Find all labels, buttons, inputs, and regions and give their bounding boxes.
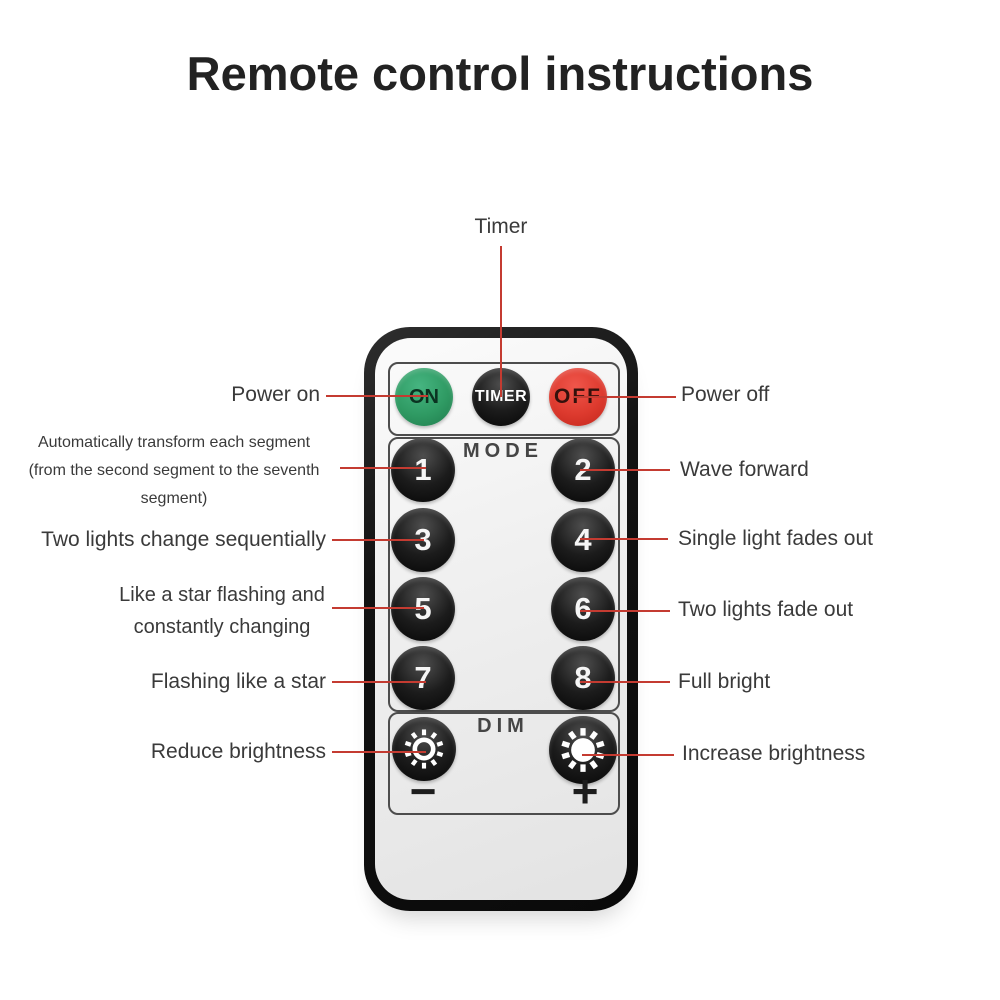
mode-button-8[interactable]: 8 — [551, 646, 615, 710]
page-title: Remote control instructions — [186, 47, 814, 100]
leader-line-dim-increase — [582, 754, 674, 756]
leader-line-power-off — [574, 396, 676, 398]
annotation-mode-8: Full bright — [678, 670, 771, 693]
leader-line-mode-6 — [580, 610, 670, 612]
dim-panel — [388, 712, 620, 815]
leader-line-mode-7 — [332, 681, 426, 683]
dim-increase-button[interactable] — [549, 716, 617, 784]
leader-line-mode-8 — [580, 681, 670, 683]
mode-button-1[interactable]: 1 — [391, 438, 455, 502]
annotation-dim-increase: Increase brightness — [682, 742, 866, 765]
mode-button-6[interactable]: 6 — [551, 577, 615, 641]
annotation-mode-1: Automatically transform each segment (fr… — [28, 434, 320, 507]
power-on-button-label: ON — [409, 385, 439, 408]
mode-button-1-label: 1 — [414, 452, 432, 487]
leader-line-power-on — [326, 395, 428, 397]
annotation-mode-2: Wave forward — [680, 458, 809, 481]
annotation-dim-decrease: Reduce brightness — [150, 740, 326, 763]
power-panel — [388, 362, 620, 436]
annotation-mode-7: Flashing like a star — [150, 670, 326, 693]
annotation-power-on: Power on — [231, 383, 320, 406]
dim-decrease-button[interactable] — [392, 717, 456, 781]
mode-button-7-label: 7 — [414, 660, 432, 695]
leader-line-mode-4 — [580, 538, 668, 540]
sun-outline-icon — [404, 729, 444, 769]
leader-line-mode-2 — [580, 469, 670, 471]
mode-button-5[interactable]: 5 — [391, 577, 455, 641]
leader-line-mode-3 — [332, 539, 424, 541]
mode-button-4[interactable]: 4 — [551, 508, 615, 572]
dim-minus-sign: − — [409, 765, 437, 817]
power-on-button[interactable]: ON — [395, 368, 453, 426]
annotation-power-off: Power off — [681, 383, 770, 406]
annotation-mode-4: Single light fades out — [678, 527, 873, 550]
mode-panel — [388, 437, 620, 712]
leader-line-timer — [500, 246, 502, 397]
leader-line-dim-decrease — [332, 751, 426, 753]
annotation-timer: Timer — [474, 215, 528, 238]
mode-button-7[interactable]: 7 — [391, 646, 455, 710]
leader-line-mode-1 — [340, 467, 426, 469]
annotation-mode-5: Like a star flashing and constantly chan… — [119, 584, 325, 638]
dim-section-label: DIM — [477, 715, 529, 737]
mode-button-5-label: 5 — [414, 591, 431, 627]
mode-section-label: MODE — [463, 440, 543, 462]
annotation-mode-3: Two lights change sequentially — [41, 528, 326, 551]
annotation-mode-6: Two lights fade out — [678, 598, 854, 621]
leader-line-mode-5 — [332, 607, 424, 609]
mode-button-4-label: 4 — [574, 522, 591, 558]
mode-button-6-label: 6 — [574, 591, 592, 626]
mode-button-8-label: 8 — [574, 660, 592, 695]
dim-plus-sign: + — [571, 765, 599, 817]
